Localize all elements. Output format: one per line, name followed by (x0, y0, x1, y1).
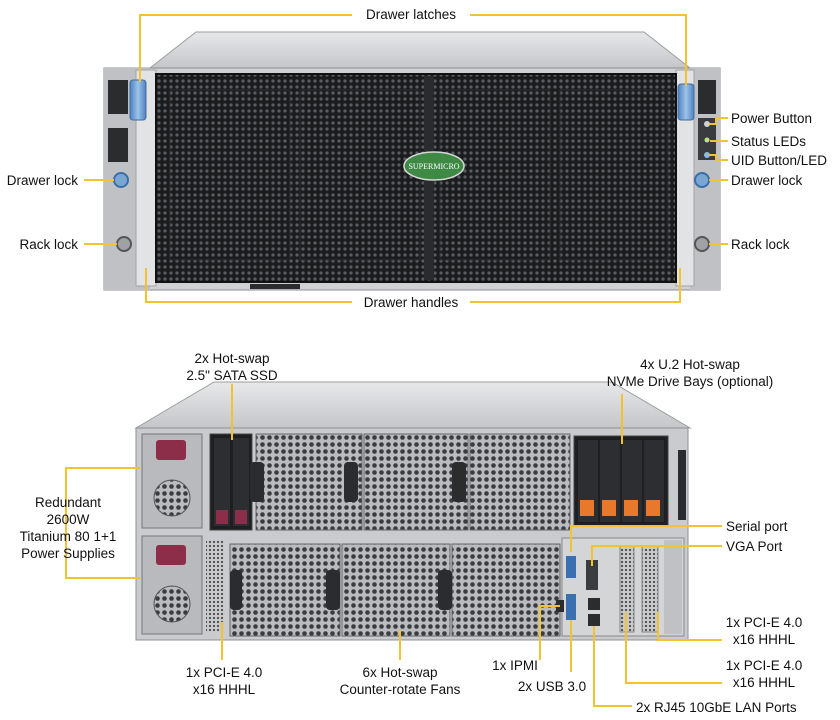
fan-6[interactable] (451, 543, 561, 637)
label-uid-button: UID Button/LED (731, 153, 828, 168)
usb-port[interactable] (566, 594, 576, 620)
label-rack-lock-left: Rack lock (19, 237, 78, 252)
psu-fan-top-icon (153, 479, 191, 517)
badge-text: SUPERMICRO (408, 162, 459, 171)
label-status-leds: Status LEDs (731, 134, 807, 149)
drawer-latch-right[interactable] (677, 83, 695, 121)
label-drawer-handles: Drawer handles (363, 295, 459, 310)
ssd-bay-1[interactable] (214, 438, 230, 526)
label-rack-lock-right: Rack lock (731, 237, 790, 252)
fan-row-top (250, 433, 571, 531)
fan-5[interactable] (341, 543, 451, 637)
ssd-bay-2[interactable] (233, 438, 249, 526)
supermicro-logo (403, 151, 465, 181)
label-drawer-lock-left: Drawer lock (6, 173, 78, 188)
label-lan: 2x RJ45 10GbE LAN Ports (636, 700, 797, 715)
status-led-icon (704, 137, 710, 143)
front-chassis: SUPERMICRO (103, 31, 721, 291)
drawer-lock-right-icon[interactable] (694, 172, 710, 188)
label-pcie-right-top: 1x PCI-E 4.0 x16 HHHL (725, 615, 803, 647)
serial-port[interactable] (566, 556, 576, 578)
psu-handle-bottom[interactable] (156, 545, 186, 565)
label-ipmi: 1x IPMI (492, 658, 538, 673)
label-vga-port: VGA Port (726, 539, 783, 554)
psu-fan-bottom-icon (153, 585, 191, 623)
vga-port[interactable] (586, 560, 598, 590)
psu-handle-top[interactable] (156, 440, 186, 460)
label-ssd: 2x Hot-swap 2.5" SATA SSD (186, 351, 278, 383)
label-pcie-right-bottom: 1x PCI-E 4.0 x16 HHHL (725, 658, 803, 690)
fan-4[interactable] (229, 543, 341, 637)
rear-chassis (134, 381, 692, 641)
drawer-lock-left-icon[interactable] (113, 172, 129, 188)
fan-row-bottom (229, 543, 561, 637)
lan-port-1[interactable] (588, 598, 600, 610)
label-drawer-latches: Drawer latches (365, 7, 457, 22)
fan-2[interactable] (363, 433, 469, 531)
label-drawer-lock-right: Drawer lock (731, 173, 803, 188)
label-pcie-left: 1x PCI-E 4.0 x16 HHHL (185, 665, 263, 697)
pcie-slot-b[interactable] (641, 545, 659, 633)
label-power-button: Power Button (731, 111, 813, 126)
rack-lock-right-icon[interactable] (694, 236, 710, 252)
label-nvme: 4x U.2 Hot-swap NVMe Drive Bays (optiona… (606, 357, 774, 389)
lan-port-2[interactable] (588, 614, 600, 626)
fan-3[interactable] (469, 433, 571, 531)
label-serial-port: Serial port (726, 519, 788, 534)
drawer-latch-left[interactable] (129, 79, 147, 121)
label-fans: 6x Hot-swap Counter-rotate Fans (339, 665, 461, 697)
front-callouts (84, 14, 728, 303)
rack-lock-left-icon[interactable] (116, 236, 132, 252)
uid-button-icon[interactable] (704, 152, 710, 158)
label-psu: Redundant 2600W Titanium 80 1+1 Power Su… (19, 495, 117, 561)
label-usb: 2x USB 3.0 (517, 679, 587, 694)
power-button-icon[interactable] (704, 121, 710, 127)
rear-callouts (65, 384, 722, 707)
